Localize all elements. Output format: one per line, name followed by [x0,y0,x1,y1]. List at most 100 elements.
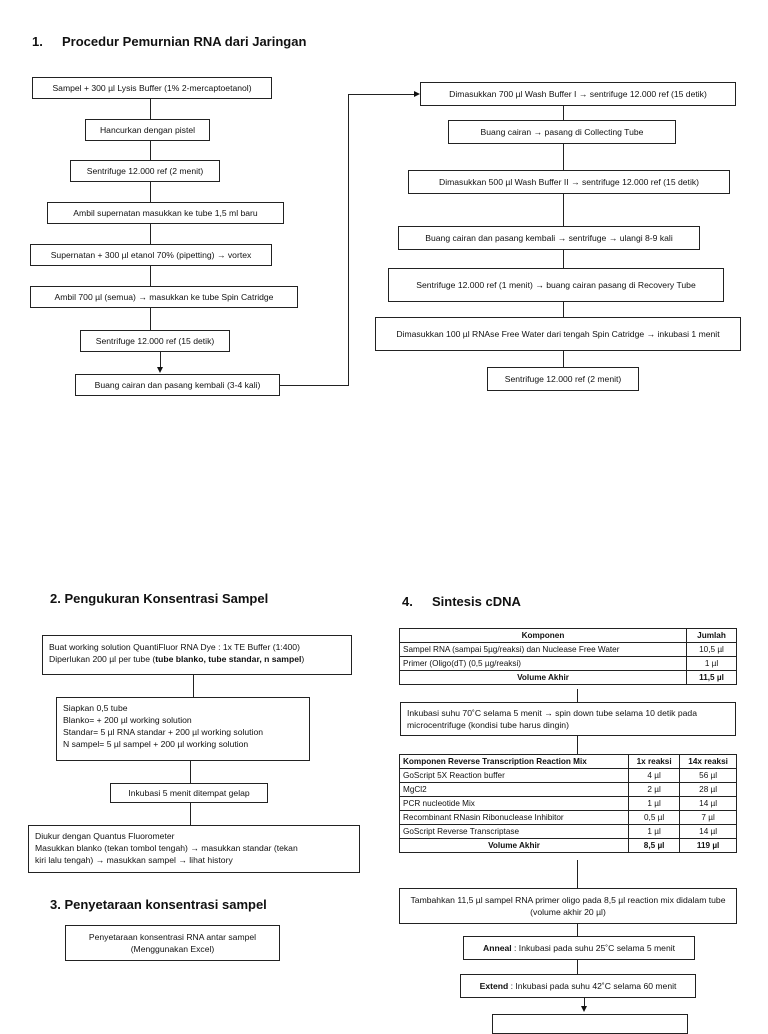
table-header-cell: 14x reaksi [679,754,737,769]
section-title: Penyetaraan konsentrasi sampel [64,897,267,912]
connector-line [150,141,151,160]
table-cell: Sampel RNA (sampai 5µg/reaksi) dan Nucle… [399,642,687,657]
fluorometer-box: Diukur dengan Quantus Fluorometer Masukk… [28,825,360,873]
connector-line [348,94,416,95]
step-box: Ambil 700 µl (semua) → masukkan ke tube … [30,286,298,308]
table-row: GoScript Reverse Transcriptase 1 µl 14 µ… [399,824,737,839]
step-box: Sentrifuge 12.000 ref (2 menit) [487,367,639,391]
section-number: 4. [402,594,413,609]
table-cell: GoScript 5X Reaction buffer [399,768,629,783]
table-total-row: Volume Akhir 8,5 µl 119 µl [399,838,737,853]
table-cell: 10,5 µl [686,642,737,657]
connector-line [563,144,564,170]
add-sample-box: Tambahkan 11,5 µl sampel RNA primer olig… [399,888,737,924]
table-cell: GoScript Reverse Transcriptase [399,824,629,839]
connector-line [160,352,161,368]
connector-line [150,99,151,119]
section-3-heading: 3. Penyetaraan konsentrasi sampel [50,897,267,912]
connector-line [190,761,191,783]
connector-line [563,106,564,120]
table-cell: 1 µl [686,656,737,671]
table-row: GoScript 5X Reaction buffer 4 µl 56 µl [399,768,737,783]
connector-line [577,736,578,754]
table-header-cell: Komponen [399,628,687,643]
working-solution-box: Buat working solution QuantiFluor RNA Dy… [42,635,352,675]
extend-box: Extend : Inkubasi pada suhu 42˚C selama … [460,974,696,998]
table-cell: 4 µl [627,768,681,783]
connector-line [193,675,194,697]
section-1-heading: 1.Procedur Pemurnian RNA dari Jaringan [32,34,306,49]
connector-line [563,302,564,317]
cdna-component-table: Komponen Jumlah Sampel RNA (sampai 5µg/r… [399,628,737,685]
step-box: Buang cairan → pasang di Collecting Tube [448,120,676,144]
table-row: Sampel RNA (sampai 5µg/reaksi) dan Nucle… [399,642,737,657]
table-row: Primer (Oligo(dT) (0,5 µg/reaksi) 1 µl [399,656,737,671]
table-row: Recombinant RNasin Ribonuclease Inhibito… [399,810,737,825]
connector-line [563,194,564,226]
table-header-cell: 1x reaksi [627,754,681,769]
equalization-box: Penyetaraan konsentrasi RNA antar sampel… [65,925,280,961]
table-cell: 1 µl [627,796,681,811]
table-cell: 28 µl [679,782,737,797]
connector-line [150,182,151,202]
step-box: Buang cairan dan pasang kembali → sentri… [398,226,700,250]
table-row: MgCl2 2 µl 28 µl [399,782,737,797]
connector-line [563,351,564,367]
next-step-box-cropped [492,1014,688,1034]
incubation-dark-box: Inkubasi 5 menit ditempat gelap [110,783,268,803]
table-header-cell: Komponen Reverse Transcription Reaction … [399,754,629,769]
connector-line [577,924,578,936]
table-total-row: Volume Akhir 11,5 µl [399,670,737,685]
reaction-mix-table: Komponen Reverse Transcription Reaction … [399,754,737,853]
section-number: 3. [50,897,61,912]
section-title: Sintesis cDNA [432,594,521,609]
connector-line [280,385,348,386]
connector-line [584,998,585,1008]
table-cell: 14 µl [679,796,737,811]
step-box: Hancurkan dengan pistel [85,119,210,141]
step-box: Sentrifuge 12.000 ref (2 menit) [70,160,220,182]
incubation-70c-box: Inkubasi suhu 70˚C selama 5 menit → spin… [400,702,736,736]
table-cell: 8,5 µl [627,838,681,853]
table-cell: 2 µl [627,782,681,797]
step-box: Ambil supernatan masukkan ke tube 1,5 ml… [47,202,284,224]
table-cell: 119 µl [679,838,737,853]
step-box: Dimasukkan 700 µl Wash Buffer I → sentri… [420,82,736,106]
step-box: Dimasukkan 500 µl Wash Buffer II → sentr… [408,170,730,194]
table-cell: Primer (Oligo(dT) (0,5 µg/reaksi) [399,656,687,671]
step-box: Dimasukkan 100 µl RNAse Free Water dari … [375,317,741,351]
step-box: Sampel + 300 µl Lysis Buffer (1% 2-merca… [32,77,272,99]
connector-line [577,689,578,702]
step-box: Sentrifuge 12.000 ref (15 detik) [80,330,230,352]
arrow-down-icon [581,1006,587,1012]
connector-line [577,860,578,888]
table-cell: 7 µl [679,810,737,825]
table-header-row: Komponen Jumlah [399,628,737,643]
table-cell: Volume Akhir [399,670,687,685]
connector-line [150,308,151,330]
step-box: Buang cairan dan pasang kembali (3-4 kal… [75,374,280,396]
section-title: Pengukuran Konsentrasi Sampel [64,591,269,606]
table-cell: MgCl2 [399,782,629,797]
table-cell: PCR nucleotide Mix [399,796,629,811]
section-4-heading: 4. Sintesis cDNA [402,594,521,609]
arrow-down-icon [157,367,163,373]
step-box: Sentrifuge 12.000 ref (1 menit) → buang … [388,268,724,302]
connector-line [150,266,151,286]
tube-preparation-box: Siapkan 0,5 tube Blanko= + 200 µl workin… [56,697,310,761]
section-title: Procedur Pemurnian RNA dari Jaringan [62,34,307,49]
arrow-right-icon [414,91,420,97]
step-box: Supernatan + 300 µl etanol 70% (pipettin… [30,244,272,266]
table-cell: Volume Akhir [399,838,629,853]
section-2-heading: 2. Pengukuran Konsentrasi Sampel [50,591,268,606]
connector-line [348,94,349,386]
connector-line [577,960,578,974]
table-cell: 14 µl [679,824,737,839]
table-header-row: Komponen Reverse Transcription Reaction … [399,754,737,769]
table-cell: 1 µl [627,824,681,839]
connector-line [190,803,191,825]
table-cell: 0,5 µl [627,810,681,825]
table-cell: 11,5 µl [686,670,737,685]
table-row: PCR nucleotide Mix 1 µl 14 µl [399,796,737,811]
connector-line [150,224,151,244]
